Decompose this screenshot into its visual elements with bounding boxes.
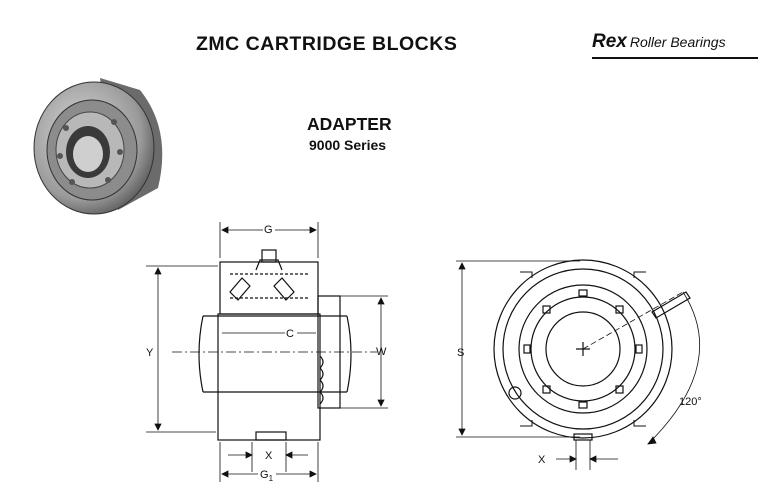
- front-view-drawing-icon: [493, 259, 691, 441]
- brand-name: Rex: [592, 31, 627, 52]
- cartridge-block-photo-icon: [33, 78, 163, 215]
- dim-y-label: Y: [146, 347, 154, 359]
- angle-label: 120°: [679, 396, 702, 408]
- page-title: ZMC CARTRIDGE BLOCKS: [196, 33, 458, 55]
- dim-c-label: C: [286, 328, 294, 340]
- dim-x-front-label: X: [538, 454, 546, 466]
- dim-g1-label: G1: [260, 469, 274, 483]
- dim-x-side-label: X: [265, 450, 273, 462]
- brand-tagline: Roller Bearings: [629, 34, 726, 50]
- dim-s-label: S: [457, 347, 464, 359]
- section-title: ADAPTER: [307, 114, 392, 134]
- side-view-drawing-icon: [172, 249, 377, 441]
- series-label: 9000 Series: [309, 137, 387, 153]
- dim-w-label: W: [376, 346, 387, 358]
- dim-g-label: G: [264, 224, 273, 236]
